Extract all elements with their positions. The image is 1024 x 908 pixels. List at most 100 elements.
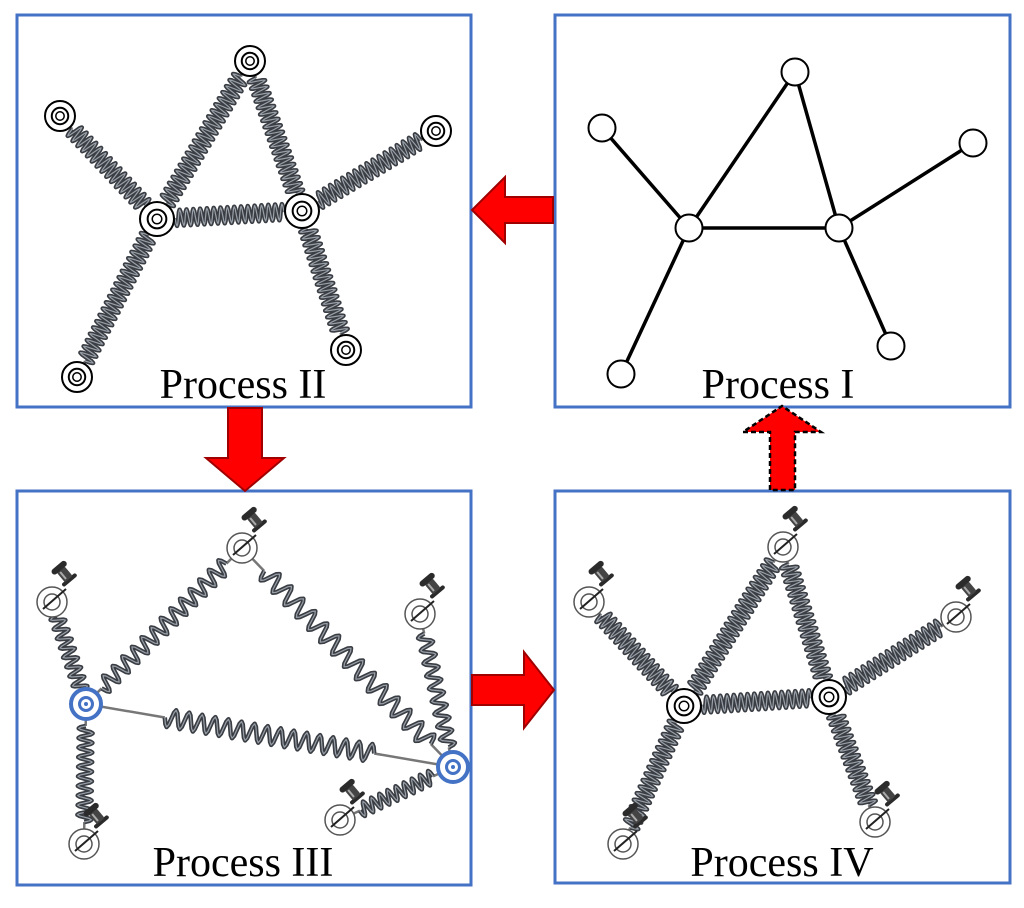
node-icon [284, 193, 320, 229]
graph-edge [793, 71, 841, 229]
node-outer [666, 688, 702, 724]
spring-highlight [174, 203, 285, 227]
node-core [341, 345, 351, 355]
pin-head [339, 778, 355, 793]
pin-node-ring [947, 608, 965, 626]
node-core [431, 126, 441, 136]
node-ring [673, 695, 695, 717]
node-core [55, 111, 65, 121]
spring-highlight [260, 570, 435, 745]
pin-shaft [425, 578, 440, 594]
graph-edge [619, 227, 691, 375]
panel-process-i-frame [553, 13, 1012, 409]
arrow-iv-to-i [738, 404, 826, 492]
node-icon [811, 679, 847, 715]
pin-node-ring [774, 538, 792, 556]
pin-shine [427, 583, 435, 592]
pin-collar [633, 815, 648, 829]
node-core [296, 205, 308, 217]
pin-head [51, 560, 67, 575]
spring-highlight [76, 725, 94, 823]
spring-highlight [101, 559, 227, 693]
graph-node [824, 213, 854, 243]
node-ring [67, 367, 87, 387]
pin-shaft [89, 808, 104, 824]
node-outer [420, 115, 452, 147]
spring-highlight [359, 770, 434, 817]
node-ring [336, 340, 356, 360]
pushpin-icon [324, 778, 365, 836]
pin-shaft [57, 566, 72, 582]
fixed-node-inner [78, 696, 94, 712]
panel-label-process-i: Process I [702, 362, 855, 408]
panel-label-process-ii: Process II [160, 362, 327, 408]
pin-shine [347, 789, 355, 798]
pin-head [955, 575, 971, 590]
pushpin-icon [404, 572, 445, 630]
pin-shaft [628, 808, 643, 824]
pin-needle [946, 603, 971, 625]
graph-process-i [587, 57, 988, 389]
pin-head [874, 780, 890, 795]
spring-network-process-iv [573, 505, 981, 860]
spring-highlight [843, 620, 942, 694]
pin-collar [350, 791, 365, 805]
panel-label-process-iii: Process III [153, 840, 334, 886]
spring-highlight [50, 614, 88, 692]
spring-highlight [248, 77, 304, 195]
node-outer [811, 679, 847, 715]
pin-needle [74, 830, 99, 852]
node-icon [234, 45, 266, 77]
node-core [678, 700, 690, 712]
pin-shine [91, 813, 99, 822]
node-icon [139, 201, 175, 237]
pushpin-icon [573, 560, 614, 618]
pushpin-icon [226, 506, 267, 564]
node-ring [146, 208, 168, 230]
spring-highlight [780, 563, 832, 681]
spring-highlight [827, 713, 877, 806]
node-icon [420, 115, 452, 147]
pushpin-icon [859, 780, 900, 838]
pin-needle [42, 588, 67, 610]
pin-collar [966, 588, 981, 602]
pin-node-ring [580, 593, 598, 611]
node-outer [44, 100, 76, 132]
graph-edge [838, 141, 974, 230]
pushpin-icon [940, 575, 981, 633]
pin-shine [790, 516, 798, 525]
pin-body [955, 575, 981, 602]
pin-collar [252, 519, 267, 533]
node-icon [666, 688, 702, 724]
spring-highlight [688, 558, 779, 695]
pin-needle [579, 588, 604, 610]
pin-needle [410, 600, 435, 622]
node-icon [61, 361, 93, 393]
graph-node [606, 359, 636, 389]
pin-body [339, 778, 365, 805]
fixed-node-dot [451, 765, 455, 769]
spring-network-process-iii [36, 506, 470, 860]
pushpin-icon [767, 505, 808, 563]
pin-head [241, 506, 257, 521]
node-icon [44, 100, 76, 132]
pin-needle [865, 808, 890, 830]
graph-node [780, 57, 810, 87]
node-outer [330, 334, 362, 366]
pin-body [83, 802, 109, 829]
node-ring [818, 686, 840, 708]
pin-body [622, 802, 648, 829]
pin-shine [249, 517, 257, 526]
spring-highlight [701, 689, 812, 714]
node-outer [139, 201, 175, 237]
pin-shaft [345, 784, 360, 800]
pin-head [782, 505, 798, 520]
pin-shaft [594, 566, 609, 582]
graph-node [674, 213, 704, 243]
spring-highlight [164, 709, 375, 762]
pin-node-ring [331, 811, 349, 829]
pin-shaft [788, 511, 803, 527]
pin-needle [613, 830, 638, 852]
pin-body [782, 505, 808, 532]
pin-body [874, 780, 900, 807]
